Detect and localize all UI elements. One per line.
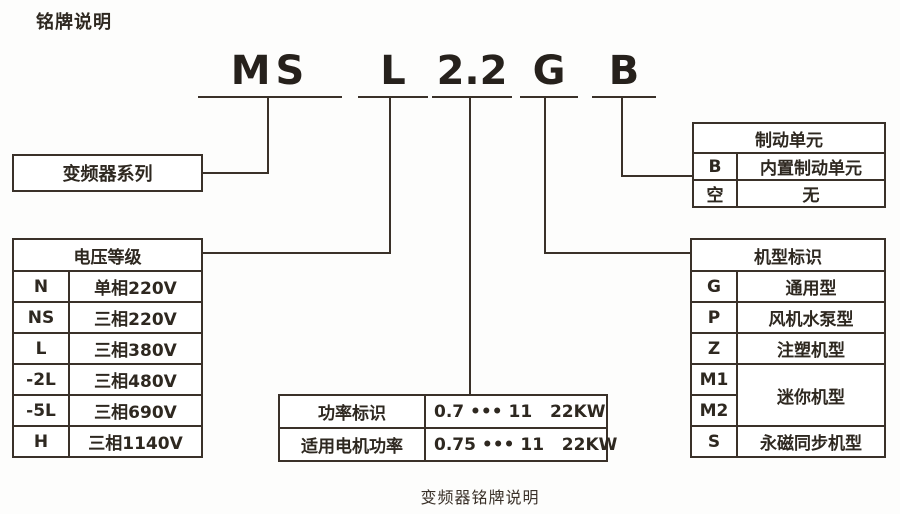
model-code-segment-voltage: L bbox=[380, 48, 406, 94]
connector-line-type-v bbox=[544, 96, 546, 254]
voltage-desc: 三相690V bbox=[68, 394, 203, 427]
voltage-desc: 三相380V bbox=[68, 332, 203, 365]
underline-brake bbox=[592, 96, 656, 98]
voltage-code: H bbox=[12, 425, 70, 458]
connector-line-brake-h bbox=[621, 175, 692, 177]
voltage-desc: 三相480V bbox=[68, 363, 203, 396]
brake-table-header: 制动单元 bbox=[692, 122, 886, 154]
connector-line-voltage-v bbox=[389, 96, 391, 254]
model-code-segment-type: G bbox=[532, 48, 566, 94]
power-label: 功率标识 bbox=[278, 394, 426, 429]
type-code: G bbox=[690, 270, 738, 303]
connector-line-power-v bbox=[469, 96, 471, 396]
voltage-desc: 单相220V bbox=[68, 270, 203, 303]
brake-code: B bbox=[692, 152, 738, 181]
type-desc: 通用型 bbox=[736, 270, 886, 303]
model-code-segment-power: 2.2 bbox=[436, 48, 508, 94]
underline-type bbox=[520, 96, 578, 98]
connector-line-type-h bbox=[544, 252, 690, 254]
page-title: 铭牌说明 bbox=[36, 12, 112, 33]
voltage-desc: 三相220V bbox=[68, 301, 203, 334]
type-desc: 风机水泵型 bbox=[736, 301, 886, 334]
brake-desc: 无 bbox=[736, 179, 886, 208]
series-box-label: 变频器系列 bbox=[62, 164, 153, 185]
voltage-code: L bbox=[12, 332, 70, 365]
voltage-table-header: 电压等级 bbox=[12, 238, 203, 272]
type-desc: 注塑机型 bbox=[736, 332, 886, 365]
voltage-code: N bbox=[12, 270, 70, 303]
brake-code: 空 bbox=[692, 179, 738, 208]
diagram-caption: 变频器铭牌说明 bbox=[420, 488, 540, 507]
brake-table: 制动单元 B 内置制动单元 空 无 bbox=[692, 122, 886, 208]
type-code: M2 bbox=[690, 394, 738, 427]
type-code: P bbox=[690, 301, 738, 334]
power-value: 0.75 ••• 11 22KW bbox=[424, 427, 617, 462]
type-code: S bbox=[690, 425, 738, 458]
type-table: 机型标识 G 通用型 P 风机水泵型 Z 注塑机型 M1 迷你机型 M2 S 永… bbox=[690, 238, 886, 458]
brake-desc: 内置制动单元 bbox=[736, 152, 886, 181]
connector-line-voltage-h bbox=[203, 252, 391, 254]
connector-line-brake-v bbox=[621, 96, 623, 177]
voltage-desc: 三相1140V bbox=[68, 425, 203, 458]
voltage-code: -2L bbox=[12, 363, 70, 396]
voltage-code: -5L bbox=[12, 394, 70, 427]
model-code-segment-series: MS bbox=[230, 48, 310, 94]
connector-line-series-v bbox=[267, 96, 269, 174]
connector-line-series-h bbox=[203, 172, 269, 174]
voltage-code: NS bbox=[12, 301, 70, 334]
voltage-table: 电压等级 N 单相220V NS 三相220V L 三相380V -2L 三相4… bbox=[12, 238, 203, 458]
type-code: Z bbox=[690, 332, 738, 365]
type-desc: 永磁同步机型 bbox=[736, 425, 886, 458]
type-table-header: 机型标识 bbox=[690, 238, 886, 272]
series-box: 变频器系列 bbox=[12, 154, 203, 192]
underline-power bbox=[432, 96, 512, 98]
underline-voltage bbox=[358, 96, 428, 98]
type-code: M1 bbox=[690, 363, 738, 396]
power-value: 0.7 ••• 11 22KW bbox=[424, 394, 608, 429]
power-table: 功率标识 0.7 ••• 11 22KW 适用电机功率 0.75 ••• 11 … bbox=[278, 394, 617, 462]
type-desc-merged: 迷你机型 bbox=[736, 363, 886, 427]
underline-series bbox=[198, 96, 342, 98]
power-label: 适用电机功率 bbox=[278, 427, 426, 462]
model-code-segment-brake: B bbox=[608, 48, 640, 94]
